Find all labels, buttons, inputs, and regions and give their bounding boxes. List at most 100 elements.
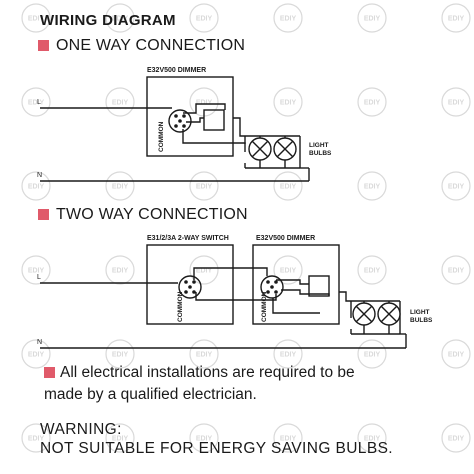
watermark-seal: EDIY [21, 255, 51, 285]
svg-text:EDIY: EDIY [28, 268, 45, 275]
watermark-seal: EDIY [357, 423, 387, 453]
watermark-seal: EDIY [105, 3, 135, 33]
two-way-l-label: L [37, 274, 41, 281]
watermark-seal: EDIY [273, 255, 303, 285]
svg-text:EDIY: EDIY [364, 184, 381, 191]
svg-text:EDIY: EDIY [28, 100, 45, 107]
watermark-seal: EDIY [273, 171, 303, 201]
svg-text:EDIY: EDIY [448, 352, 465, 359]
one-way-dimmer-module [203, 109, 225, 131]
one-way-bulbs-label-2: BULBS [309, 150, 332, 157]
one-way-heading-text: ONE WAY CONNECTION [56, 37, 246, 54]
one-way-terminal-dots [174, 114, 186, 128]
two-way-dimmer-terminal [260, 275, 284, 299]
watermark-seal: EDIY [189, 255, 219, 285]
warning-text: NOT SUITABLE FOR ENERGY SAVING BULBS. [40, 440, 394, 457]
two-way-dimmer-module [308, 275, 330, 297]
two-way-bulb-1 [352, 302, 376, 326]
svg-text:EDIY: EDIY [280, 184, 297, 191]
svg-text:EDIY: EDIY [448, 436, 465, 443]
two-way-diagram [40, 244, 407, 349]
warning-block: WARNING: NOT SUITABLE FOR ENERGY SAVING … [40, 420, 393, 458]
svg-text:EDIY: EDIY [364, 436, 381, 443]
one-way-bulb-2 [273, 137, 297, 161]
two-way-heading: TWO WAY CONNECTION [38, 206, 248, 224]
notice-line-2: made by a qualified electrician. [44, 386, 257, 403]
watermark-seal: EDIY [441, 255, 471, 285]
red-square-bullet [38, 209, 49, 220]
two-way-common-label-switch: COMMON [177, 291, 184, 322]
warning-heading: WARNING: [40, 421, 122, 438]
installation-notice: All electrical installations are require… [44, 362, 355, 406]
one-way-n-label: N [37, 172, 42, 179]
svg-text:EDIY: EDIY [112, 436, 129, 443]
watermark-seal: EDIY [21, 3, 51, 33]
two-way-terminal-dots [184, 280, 278, 294]
watermark-seal: EDIY [441, 339, 471, 369]
two-way-heading-text: TWO WAY CONNECTION [56, 206, 248, 223]
watermark-seal: EDIY [441, 423, 471, 453]
svg-text:EDIY: EDIY [28, 436, 45, 443]
svg-text:EDIY: EDIY [196, 436, 213, 443]
one-way-l-label: L [37, 99, 41, 106]
watermark-seal: EDIY [357, 255, 387, 285]
watermark-seal: EDIY [441, 87, 471, 117]
svg-text:EDIY: EDIY [112, 268, 129, 275]
two-way-dimmer-box [252, 244, 340, 325]
svg-text:EDIY: EDIY [364, 100, 381, 107]
watermark-seal: EDIY [105, 423, 135, 453]
svg-text:EDIY: EDIY [196, 184, 213, 191]
red-square-bullet [38, 40, 49, 51]
watermark-seal: EDIY [273, 87, 303, 117]
two-way-switch-label: E31/2/3A 2-WAY SWITCH [147, 235, 229, 242]
watermark-seal: EDIY [105, 87, 135, 117]
watermark-seal: EDIY [357, 171, 387, 201]
page-title: WIRING DIAGRAM [40, 12, 176, 29]
watermark-seal: EDIY [189, 171, 219, 201]
svg-text:EDIY: EDIY [196, 16, 213, 23]
one-way-dimmer-label: E32V500 DIMMER [147, 67, 206, 74]
svg-text:EDIY: EDIY [364, 16, 381, 23]
two-way-n-label: N [37, 339, 42, 346]
two-way-dimmer-label: E32V500 DIMMER [256, 235, 315, 242]
watermark-layer: EDIY EDIY EDIY EDIY EDIY EDIY EDIY EDIY EDIY EDIY… [21, 3, 471, 453]
two-way-bulb-2 [377, 302, 401, 326]
watermark-seal: EDIY [105, 171, 135, 201]
svg-text:EDIY: EDIY [28, 16, 45, 23]
two-way-switch-box [146, 244, 234, 325]
watermark-seal: EDIY [273, 423, 303, 453]
watermark-seal: EDIY [273, 339, 303, 369]
svg-text:EDIY: EDIY [280, 352, 297, 359]
two-way-bulbs-label-2: BULBS [410, 317, 433, 324]
svg-text:EDIY: EDIY [364, 352, 381, 359]
svg-text:EDIY: EDIY [196, 352, 213, 359]
svg-text:EDIY: EDIY [280, 16, 297, 23]
one-way-bulbs-label-1: LIGHT [309, 142, 329, 149]
svg-text:EDIY: EDIY [112, 184, 129, 191]
svg-text:EDIY: EDIY [448, 16, 465, 23]
two-way-switch-terminal [178, 275, 202, 299]
notice-line-1: All electrical installations are require… [60, 364, 355, 381]
watermark-seal: EDIY [105, 339, 135, 369]
svg-text:EDIY: EDIY [28, 352, 45, 359]
two-way-bulbs-label-1: LIGHT [410, 309, 430, 316]
svg-text:EDIY: EDIY [112, 100, 129, 107]
svg-text:EDIY: EDIY [448, 100, 465, 107]
one-way-dimmer-box [146, 76, 234, 157]
watermark-seal: EDIY [189, 3, 219, 33]
svg-text:EDIY: EDIY [112, 352, 129, 359]
watermark-seal: EDIY [21, 339, 51, 369]
watermark-seal: EDIY [357, 339, 387, 369]
watermark-seal: EDIY [189, 423, 219, 453]
watermark-seal: EDIY [105, 255, 135, 285]
watermark-seal: EDIY [21, 171, 51, 201]
svg-text:EDIY: EDIY [28, 184, 45, 191]
one-way-diagram [40, 76, 310, 182]
watermark-seal: EDIY [441, 171, 471, 201]
watermark-seal: EDIY [189, 339, 219, 369]
svg-text:EDIY: EDIY [448, 184, 465, 191]
svg-text:EDIY: EDIY [196, 100, 213, 107]
watermark-seal: EDIY [21, 423, 51, 453]
watermark-seal: EDIY [21, 87, 51, 117]
